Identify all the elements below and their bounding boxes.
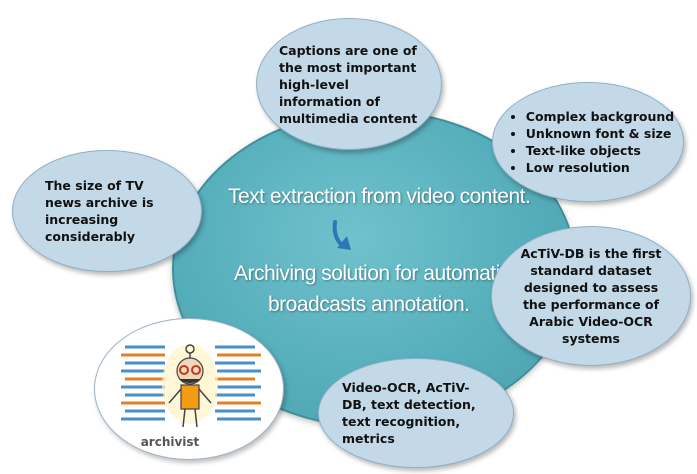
center-text-line-2b: broadcasts annotation. xyxy=(268,293,470,316)
center-text-line-1: Text extraction from video content. xyxy=(228,185,531,208)
bubble-bottom-text: Video-OCR, AcTiV-DB, text detection, tex… xyxy=(342,380,476,446)
challenges-list: Complex background Unknown font & size T… xyxy=(510,108,674,176)
archivist-label: archivist xyxy=(140,435,200,449)
archivist-illustration xyxy=(121,344,261,428)
bubble-left-text: The size of TV news archive is increasin… xyxy=(45,178,154,244)
challenge-item: Low resolution xyxy=(526,159,674,176)
bubble-right-bottom-text: AcTiV-DB is the first standard dataset d… xyxy=(520,246,662,346)
bubble-right-top: Complex background Unknown font & size T… xyxy=(492,82,684,202)
bubble-right-bottom: AcTiV-DB is the first standard dataset d… xyxy=(491,226,691,366)
challenge-item: Text-like objects xyxy=(526,142,674,159)
bubble-bottom: Video-OCR, AcTiV-DB, text detection, tex… xyxy=(318,358,514,468)
curved-arrow-icon xyxy=(332,220,351,250)
challenge-item: Unknown font & size xyxy=(526,125,674,142)
center-text-line-2a: Archiving solution for automatic xyxy=(234,262,510,285)
bubble-top: Captions are one of the most important h… xyxy=(256,18,442,150)
bubble-left: The size of TV news archive is increasin… xyxy=(12,150,202,272)
challenge-item: Complex background xyxy=(526,108,674,125)
bubble-archivist: archivist xyxy=(94,318,284,460)
bubble-top-text: Captions are one of the most important h… xyxy=(279,42,418,126)
